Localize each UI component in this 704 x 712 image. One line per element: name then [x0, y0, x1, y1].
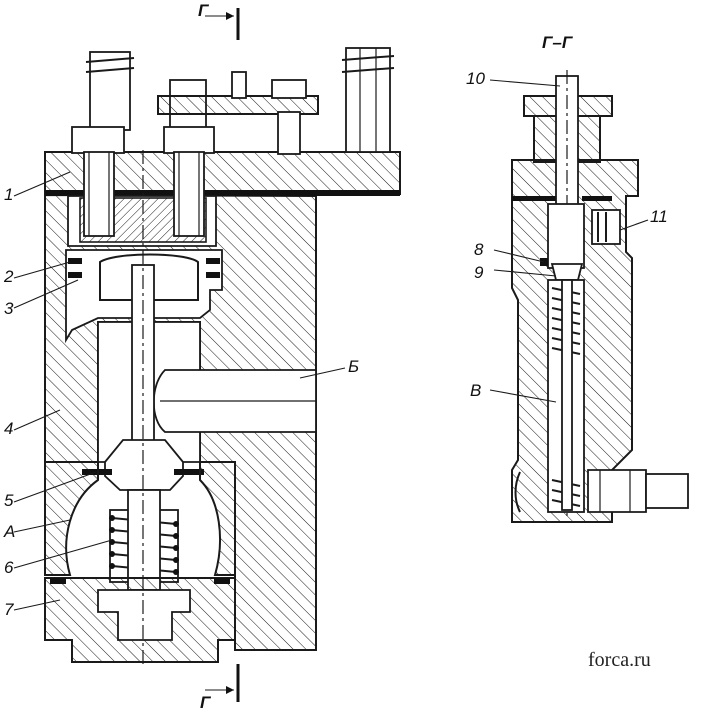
valve-disc	[104, 439, 184, 491]
section-gasket-right	[582, 196, 612, 201]
seal-ring-right-1	[206, 258, 220, 264]
label-A: А	[3, 522, 15, 541]
seat-gasket-right	[174, 469, 204, 475]
label-7: 7	[4, 600, 14, 619]
label-4: 4	[4, 419, 13, 438]
cover-gasket	[45, 190, 400, 196]
lever-pin	[231, 71, 247, 99]
section-view-title: Г–Г	[542, 33, 574, 52]
cover-bolt-left	[71, 51, 135, 237]
cap-gasket-left	[50, 578, 66, 584]
lower-body-right	[199, 461, 236, 576]
label-V: В	[470, 381, 481, 400]
lever-nut	[271, 79, 307, 99]
side-fitting	[587, 469, 647, 513]
section-mark-bottom: Г	[200, 693, 212, 712]
label-1: 1	[4, 185, 13, 204]
section-cut-top: Г	[198, 1, 240, 40]
watermark: forca.ru	[588, 649, 651, 671]
spring-guide	[127, 489, 161, 591]
label-5: 5	[4, 491, 14, 510]
seal-ring-left-1	[68, 258, 82, 264]
section-view-GG: Г–Г 10 11 8	[466, 33, 689, 523]
label-8: 8	[474, 240, 484, 259]
label-6: 6	[4, 558, 14, 577]
section-pushrod	[561, 279, 573, 511]
section-mark-top: Г	[198, 1, 210, 20]
label-10: 10	[466, 69, 485, 88]
label-9: 9	[474, 263, 484, 282]
side-fitting-end	[645, 473, 689, 509]
cap-gasket-right	[214, 578, 230, 584]
valve-chamber	[547, 203, 585, 269]
lower-body-left	[44, 461, 99, 576]
label-port-B: Б	[348, 357, 359, 376]
label-3: 3	[4, 299, 14, 318]
side-plug-thread	[597, 212, 607, 242]
valve-head-9	[550, 263, 584, 281]
cover-bolt-right	[341, 47, 395, 153]
label-2: 2	[3, 267, 14, 286]
label-11: 11	[650, 207, 668, 226]
seal-ring-right-2	[206, 272, 220, 278]
lever-post	[277, 111, 301, 155]
seal-ring-left-2	[68, 272, 82, 278]
cap-nut	[97, 589, 191, 641]
main-section-view: Г Г 1 2 3 4 5 А 6 7 Б	[3, 1, 401, 712]
section-cut-bottom: Г	[200, 664, 240, 712]
section-gasket-left	[512, 196, 556, 201]
fitting-arc	[514, 471, 521, 513]
piston-cup	[99, 253, 199, 301]
